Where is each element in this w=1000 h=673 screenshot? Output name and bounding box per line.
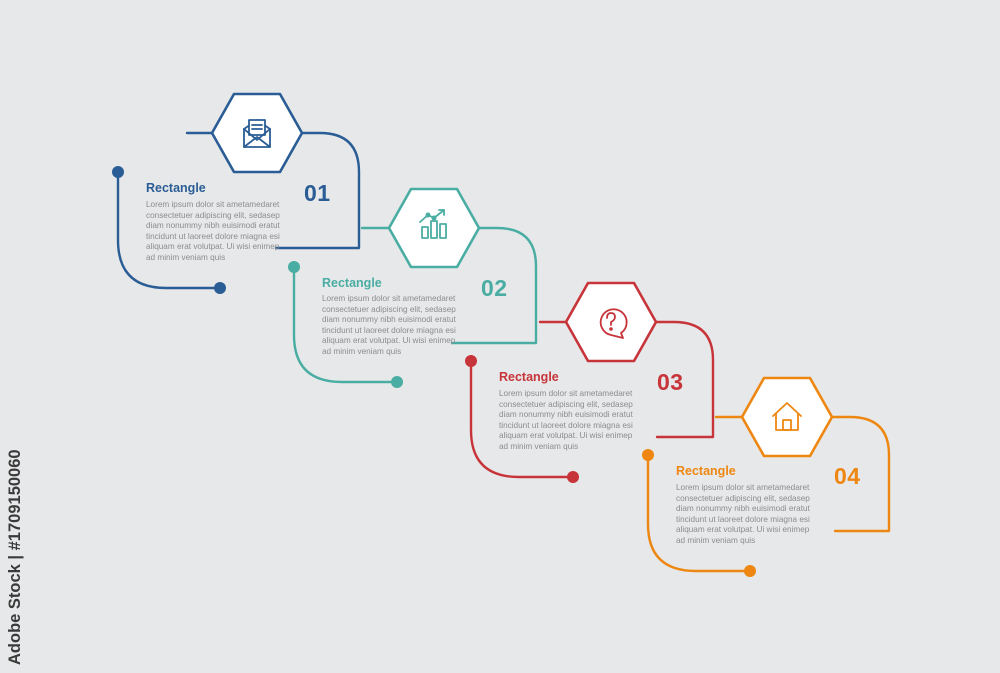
step-1-title: Rectangle	[146, 181, 206, 195]
step-3-connector	[469, 320, 715, 479]
step-3-body: Lorem ipsum dolor sit ametamedaret conse…	[499, 389, 633, 451]
step-2-number: 02	[481, 275, 508, 301]
step-2-title: Rectangle	[322, 276, 382, 290]
step-4-connector	[646, 415, 891, 573]
step-1-start-dot	[112, 166, 124, 178]
chart-growth-icon	[419, 209, 447, 239]
step-2-body: Lorem ipsum dolor sit ametamedaret conse…	[322, 294, 456, 356]
step-4-start-dot	[642, 449, 654, 461]
connector-dots	[112, 166, 756, 577]
step-1-body: Lorem ipsum dolor sit ametamedaret conse…	[146, 200, 280, 262]
step-2-hexagon	[387, 187, 481, 269]
step-1-connector	[116, 131, 361, 290]
step-2-start-dot	[288, 261, 300, 273]
step-4-number: 04	[834, 463, 861, 489]
step-3-end-dot	[567, 471, 579, 483]
stock-watermark: Adobe Stock | #1709150060	[6, 449, 24, 665]
step-4-body: Lorem ipsum dolor sit ametamedaret conse…	[676, 483, 810, 545]
step-2-connector	[292, 226, 538, 384]
step-4-title: Rectangle	[676, 464, 736, 478]
house-icon	[772, 402, 802, 431]
envelope-icon	[243, 119, 271, 148]
step-1-number: 01	[304, 180, 331, 206]
step-3-start-dot	[465, 355, 477, 367]
step-1-end-dot	[214, 282, 226, 294]
step-4-end-dot	[744, 565, 756, 577]
question-bubble-icon	[599, 308, 628, 339]
step-3-title: Rectangle	[499, 370, 559, 384]
step-3-number: 03	[657, 369, 684, 395]
step-2-end-dot	[391, 376, 403, 388]
step-4-hexagon	[740, 376, 834, 458]
